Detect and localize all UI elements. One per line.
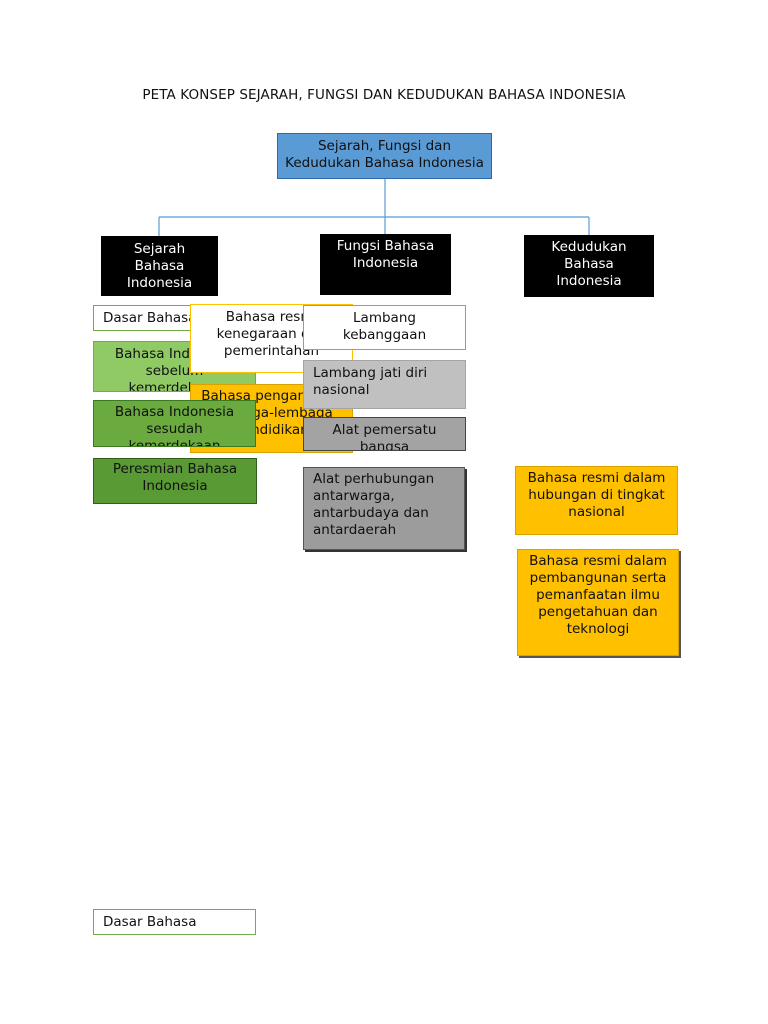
fungsi-item-jati-diri: Lambang jati diri nasional bbox=[303, 360, 466, 409]
sejarah-item-sesudah: Bahasa Indonesia sesudah kemerdekaan bbox=[93, 400, 256, 447]
root-node: Sejarah, Fungsi dan Kedudukan Bahasa Ind… bbox=[277, 133, 492, 179]
branch-fungsi: Fungsi Bahasa Indonesia bbox=[320, 234, 451, 295]
fungsi-item-kebanggaan: Lambang kebanggaan bbox=[303, 305, 466, 350]
footer-dasar-bahasa: Dasar Bahasa bbox=[93, 909, 256, 935]
sejarah-item-peresmian: Peresmian Bahasa Indonesia bbox=[93, 458, 257, 504]
branch-sejarah: Sejarah Bahasa Indonesia bbox=[101, 236, 218, 296]
branch-kedudukan: Kedudukan Bahasa Indonesia bbox=[524, 235, 654, 297]
fungsi-item-perhubungan: Alat perhubungan antarwarga, antarbudaya… bbox=[303, 467, 465, 550]
page-title: PETA KONSEP SEJARAH, FUNGSI DAN KEDUDUKA… bbox=[142, 87, 626, 103]
fungsi-item-pemersatu: Alat pemersatu bangsa bbox=[303, 417, 466, 451]
kedudukan-item-nasional: Bahasa resmi dalam hubungan di tingkat n… bbox=[515, 466, 678, 535]
kedudukan-item-pembangunan: Bahasa resmi dalam pembangunan serta pem… bbox=[517, 549, 679, 656]
